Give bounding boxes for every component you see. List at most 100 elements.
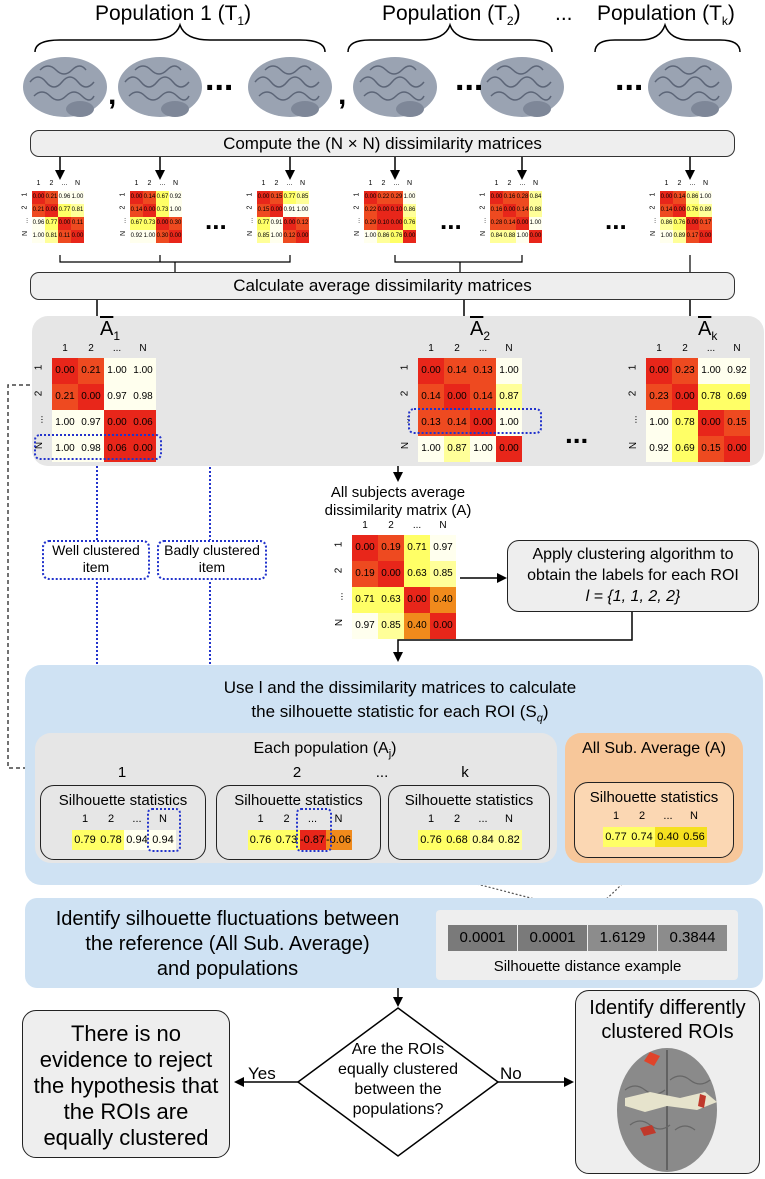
identify-fluctuations: Identify silhouette fluctuations between… (55, 908, 400, 980)
ak-label: Ak (698, 318, 718, 343)
matrix-cell: 0.23 (646, 384, 672, 410)
matrix-cell: 0.16 (490, 204, 503, 217)
matrix-row-header: 1 (246, 192, 254, 197)
matrix-cell: 0.00 (130, 191, 143, 204)
brain-ellipsis: ... (615, 60, 644, 98)
matrix-cell: 0.67 (130, 217, 143, 230)
matrix-cell: 0.23 (672, 358, 698, 384)
matrix-cell: 1.00 (646, 410, 672, 436)
matrix-cell: 0.14 (444, 358, 470, 384)
matrix-cell: 0.00 (296, 230, 309, 243)
matrix-col-header: N (172, 180, 179, 187)
matrix-col-header: N (74, 180, 81, 187)
matrix-cell: 0.85 (296, 191, 309, 204)
silhouette-badly-highlight (296, 808, 332, 852)
matrix-row-header: 1 (21, 192, 29, 197)
matrix-cell: 0.00 (496, 436, 522, 462)
matrix-cell: 0.77 (45, 217, 58, 230)
matrix-col-header: N (532, 180, 539, 187)
matrix-cell: 0.96 (58, 191, 71, 204)
silhouette-value: -0.87 (299, 830, 326, 850)
population-k-label: Population (Tk) (597, 2, 735, 29)
matrix-cell: 0.29 (390, 191, 403, 204)
matrix-cell: 0.10 (377, 217, 390, 230)
matrix-cell: 0.92 (169, 191, 182, 204)
silhouette-value: 0.73 (273, 830, 300, 850)
matrices-ellipsis-1: ... (205, 205, 227, 235)
matrix-cell: 0.89 (699, 204, 712, 217)
matrix-cell: 0.86 (686, 191, 699, 204)
matrix-cell: 0.30 (156, 230, 169, 243)
matrix-cell: 0.63 (404, 561, 430, 587)
matrix-col-header: N (139, 343, 147, 354)
matrix-cell: 0.97 (104, 384, 130, 410)
matrix-cell: 0.00 (673, 204, 686, 217)
matrix-cell: 1.00 (270, 230, 283, 243)
matrix-cell: 0.86 (660, 217, 673, 230)
matrix-row-header: ... (354, 217, 362, 224)
matrix-cell: 0.69 (672, 436, 698, 462)
matrix-cell: 0.14 (444, 410, 470, 436)
matrix-col-header: ... (478, 343, 488, 354)
matrix-cell: 0.76 (673, 217, 686, 230)
group-2-label: 2 (292, 764, 302, 781)
matrix-cell: 0.14 (418, 384, 444, 410)
matrix-cell: 0.00 (52, 358, 78, 384)
matrix-col-header: ... (61, 180, 68, 187)
no-evidence-box (22, 1010, 230, 1158)
matrix-cell: 1.00 (32, 230, 45, 243)
badly-clustered-highlight (408, 408, 542, 434)
matrix-cell: 0.21 (45, 191, 58, 204)
matrix-col-header: ... (159, 180, 166, 187)
matrix-cell: 0.17 (686, 230, 699, 243)
matrix-cell: 0.87 (444, 436, 470, 462)
matrix-cell: 0.84 (529, 191, 542, 204)
a2-label: A2 (470, 318, 491, 343)
matrix-cell: 1.00 (496, 358, 522, 384)
matrix-cell: 0.00 (403, 230, 416, 243)
matrix-row-header: 2 (627, 390, 639, 397)
silhouette-n-highlight (147, 808, 181, 852)
matrix-cell: 0.00 (646, 358, 672, 384)
silhouette-col-header: ... (307, 813, 318, 825)
matrix-cell: 0.81 (45, 230, 58, 243)
matrix-row-header: N (354, 230, 362, 237)
matrix-cell: 0.14 (660, 204, 673, 217)
matrix-row-header: ... (628, 415, 640, 424)
silhouette-col-header: 1 (427, 813, 435, 825)
population-2-label: Population (T2) (382, 2, 521, 29)
matrix-cell: 1.00 (660, 230, 673, 243)
each-population-label: Each population (Aj) (253, 740, 397, 761)
silhouette-col-header: ... (478, 813, 488, 825)
matrix-col-header: ... (393, 180, 400, 187)
matrix-cell: 0.00 (270, 204, 283, 217)
matrix-col-header: 1 (62, 343, 68, 354)
matrix-cell: 0.14 (130, 204, 143, 217)
matrices-ellipsis-3: ... (605, 205, 627, 235)
matrix-cell: 0.00 (404, 587, 430, 613)
silhouette-col-header: N (690, 810, 698, 822)
silhouette-value: 0.78 (98, 830, 124, 850)
matrix-col-header: ... (689, 180, 696, 187)
matrix-cell: 1.00 (496, 410, 522, 436)
matrix-col-header: 2 (507, 180, 512, 187)
silhouette-title: Silhouette statistics (589, 789, 719, 806)
matrix-cell: 0.97 (352, 613, 378, 639)
decision-text: Are the ROIs equally clustered between t… (337, 1041, 459, 1118)
matrix-cell: 0.98 (130, 384, 156, 410)
matrix-cell: 1.00 (143, 230, 156, 243)
silhouette-value: 0.74 (629, 827, 655, 847)
silhouette-title: Silhouette statistics (58, 792, 188, 809)
matrix-cell: 0.00 (686, 217, 699, 230)
matrix-cell: 0.00 (378, 561, 404, 587)
matrix-cell: 0.00 (660, 191, 673, 204)
matrix-cell: 0.00 (156, 217, 169, 230)
matrix-row-header: ... (120, 217, 128, 224)
silhouette-col-header: 1 (612, 810, 620, 822)
matrix-cell: 0.86 (377, 230, 390, 243)
matrix-col-header: ... (286, 180, 293, 187)
matrix-row-header: 2 (246, 205, 254, 210)
matrix-cell: 1.00 (699, 191, 712, 204)
